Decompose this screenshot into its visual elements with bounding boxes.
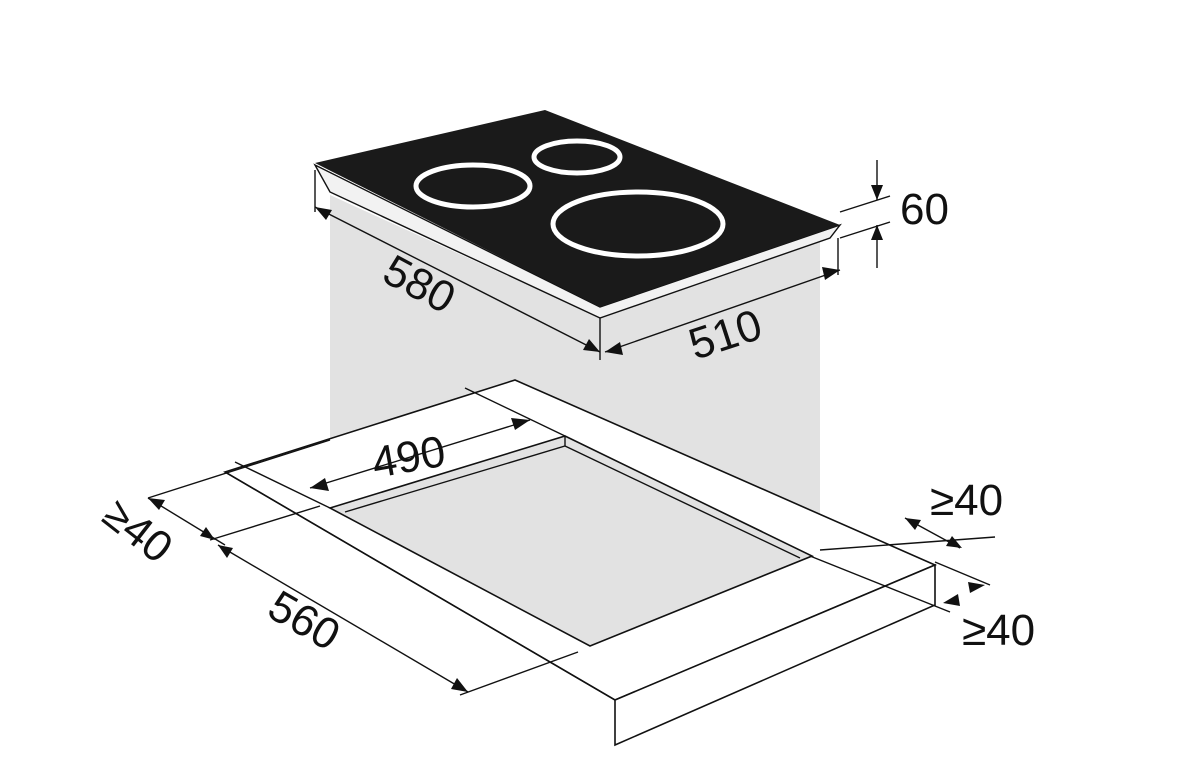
hob-glass-top [315,110,840,307]
label-height: 60 [900,185,949,234]
label-clearance-back: ≥40 [930,476,1003,525]
label-cutout-width: 560 [260,581,348,660]
cutout-hole [327,435,814,647]
burner-large [550,189,726,259]
label-clearance-front: ≥40 [94,489,182,573]
burner-left [413,162,533,210]
burner-small [531,138,623,176]
hob [313,110,842,319]
label-clearance-side: ≥40 [962,606,1035,655]
dimension-lines [147,160,996,696]
